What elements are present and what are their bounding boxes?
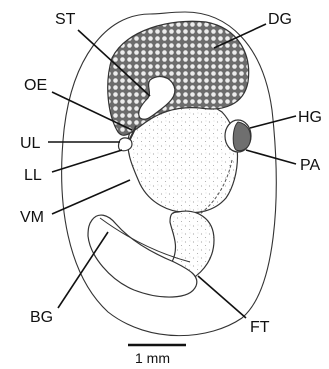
label-ft: FT bbox=[250, 319, 270, 336]
label-oe: OE bbox=[24, 77, 47, 94]
label-ul: UL bbox=[20, 135, 41, 152]
label-hg: HG bbox=[298, 109, 322, 126]
lips bbox=[119, 138, 133, 151]
scale-bar-label: 1 mm bbox=[135, 350, 170, 366]
label-st: ST bbox=[55, 11, 76, 28]
label-dg: DG bbox=[268, 11, 292, 28]
label-ll: LL bbox=[24, 167, 42, 184]
label-bg: BG bbox=[30, 309, 53, 326]
label-pa: PA bbox=[300, 157, 320, 174]
label-vm: VM bbox=[20, 209, 44, 226]
